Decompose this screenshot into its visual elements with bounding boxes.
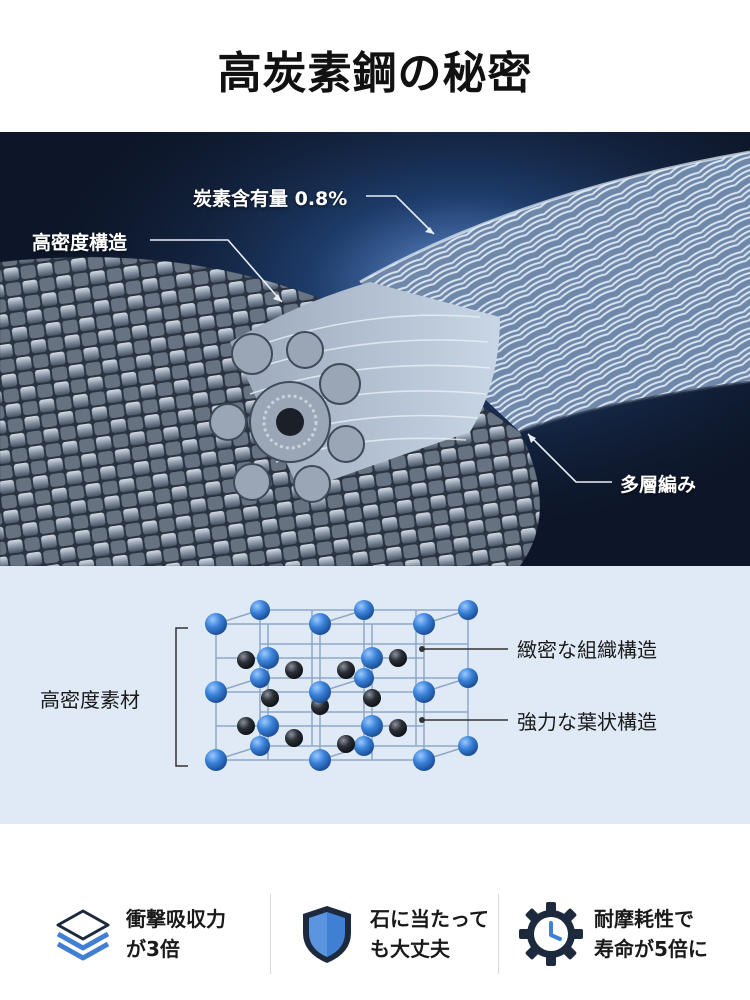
iron-atom — [354, 600, 374, 620]
iron-atom — [354, 668, 374, 688]
iron-atom — [250, 736, 270, 756]
shield-icon — [303, 906, 351, 963]
iron-atom — [458, 600, 478, 620]
iron-atom — [309, 681, 331, 703]
feature-text: 石に当たって も大丈夫 — [370, 904, 489, 964]
carbon-atom — [389, 719, 407, 737]
carbon-atom — [337, 661, 355, 679]
carbon-atom — [237, 717, 255, 735]
carbon-atom — [363, 689, 381, 707]
crystal-callout-lines — [422, 648, 508, 721]
feature-shock-absorption: 衝撃吸収力 が3倍 — [50, 894, 226, 974]
title-area: 高炭素鋼の秘密 — [0, 0, 750, 132]
feature-line2: も大丈夫 — [370, 937, 450, 961]
iron-atom — [413, 681, 435, 703]
iron-atom — [361, 715, 383, 737]
carbon-atom — [285, 661, 303, 679]
iron-atom — [354, 736, 374, 756]
steel-cable-illustration — [0, 132, 750, 566]
carbon-atom — [237, 651, 255, 669]
hero-label-structure: 高密度構造 — [32, 232, 128, 254]
layers-icon — [56, 909, 110, 961]
feature-line2: が3倍 — [126, 937, 180, 961]
iron-atom — [250, 668, 270, 688]
iron-atom — [205, 613, 227, 635]
feature-stone-proof: 石に当たって も大丈夫 — [294, 894, 489, 974]
hero-label-carbon: 炭素含有量 0.8% — [193, 188, 348, 210]
iron-atom — [309, 749, 331, 771]
iron-atom — [458, 668, 478, 688]
iron-atom — [205, 681, 227, 703]
crystal-label-strong: 強力な葉状構造 — [517, 710, 657, 734]
feature-line2: 寿命が5倍に — [594, 937, 708, 961]
lattice-atoms — [205, 600, 478, 771]
feature-durability: 耐摩耗性で 寿命が5倍に — [518, 894, 708, 974]
callout-lines — [150, 195, 612, 483]
iron-atom — [205, 749, 227, 771]
iron-atom — [458, 736, 478, 756]
page-title: 高炭素鋼の秘密 — [217, 48, 533, 99]
crystal-section: 高密度素材 緻密な組織構造 強力な葉状構造 — [0, 566, 750, 824]
crystal-lattice-diagram — [175, 600, 508, 771]
iron-atom — [257, 647, 279, 669]
gear-clock-icon — [519, 902, 583, 966]
feature-text: 衝撃吸収力 が3倍 — [126, 904, 226, 964]
iron-atom — [413, 749, 435, 771]
feature-line1: 耐摩耗性で — [594, 907, 694, 931]
divider — [498, 894, 499, 974]
carbon-atom — [261, 689, 279, 707]
divider — [270, 894, 271, 974]
crystal-label-dense: 緻密な組織構造 — [517, 638, 657, 662]
hero-label-weave: 多層編み — [620, 474, 697, 496]
iron-atom — [257, 715, 279, 737]
feature-line1: 衝撃吸収力 — [126, 907, 226, 931]
carbon-atom — [285, 729, 303, 747]
features-row: 衝撃吸収力 が3倍 石に当たって も大丈夫 — [0, 824, 750, 1000]
carbon-atom — [389, 649, 407, 667]
iron-atom — [413, 613, 435, 635]
iron-atom — [361, 647, 383, 669]
iron-atom — [309, 613, 331, 635]
feature-line1: 石に当たって — [370, 907, 489, 931]
iron-atom — [250, 600, 270, 620]
carbon-atom — [337, 735, 355, 753]
feature-text: 耐摩耗性で 寿命が5倍に — [594, 904, 708, 964]
hero-illustration: 炭素含有量 0.8% 高密度構造 多層編み — [0, 132, 750, 566]
crystal-label-left: 高密度素材 — [40, 688, 140, 712]
